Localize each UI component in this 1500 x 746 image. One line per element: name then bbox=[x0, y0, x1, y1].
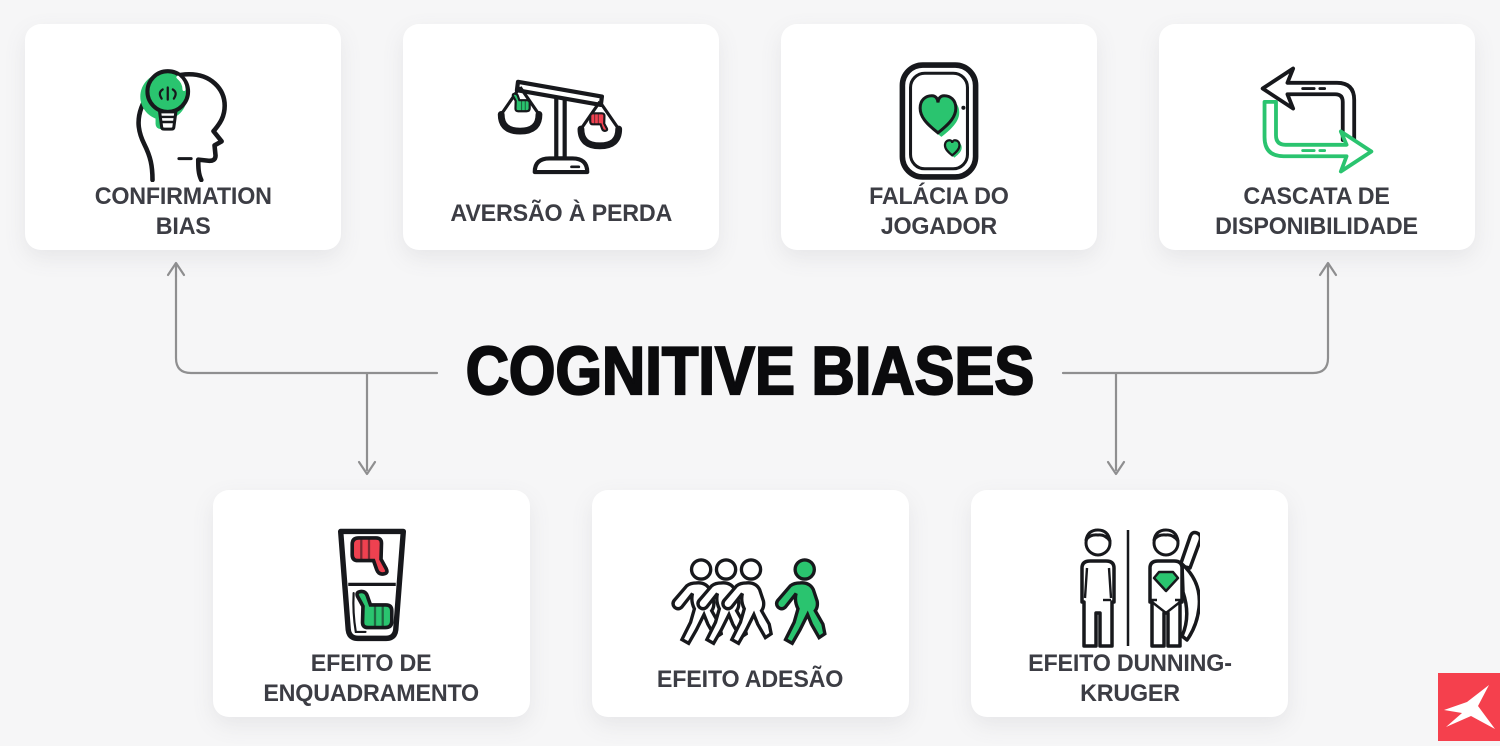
connector-right-up bbox=[1061, 264, 1330, 375]
card-label: FALÁCIA DO JOGADOR bbox=[869, 182, 1009, 250]
card-efeito-de-enquadramento: EFEITO DE ENQUADRAMENTO bbox=[213, 490, 530, 717]
card-label: EFEITO DUNNING- KRUGER bbox=[1028, 649, 1232, 717]
label-line: JOGADOR bbox=[880, 212, 998, 240]
arrowhead-down-left-icon bbox=[357, 460, 377, 476]
card-aversao-a-perda: AVERSÃO À PERDA bbox=[403, 24, 719, 250]
label-line: ENQUADRAMENTO bbox=[263, 679, 480, 707]
label-line: CONFIRMATION bbox=[94, 182, 272, 210]
logo-x-mark-icon bbox=[1444, 685, 1495, 729]
label-line: EFEITO DE bbox=[311, 649, 432, 677]
label-line: FALÁCIA DO bbox=[869, 182, 1009, 210]
card-label: EFEITO ADESÃO bbox=[657, 652, 844, 717]
arrowhead-up-right-icon bbox=[1318, 261, 1338, 277]
label-line: CASCATA DE bbox=[1243, 182, 1391, 210]
card-efeito-dunning-kruger: EFEITO DUNNING- KRUGER bbox=[971, 490, 1288, 717]
half-full-glass-icon bbox=[318, 504, 426, 649]
person-superhero-icon bbox=[1060, 504, 1200, 649]
label-line: EFEITO ADESÃO bbox=[657, 666, 844, 694]
arrowhead-down-right-icon bbox=[1106, 460, 1126, 476]
walking-crowd-icon bbox=[668, 504, 834, 652]
xtb-logo bbox=[1438, 673, 1500, 741]
label-line: DISPONIBILIDADE bbox=[1215, 212, 1419, 240]
label-line: BIAS bbox=[155, 212, 211, 240]
card-label: AVERSÃO À PERDA bbox=[450, 186, 672, 250]
label-line: EFEITO DUNNING- bbox=[1027, 649, 1232, 677]
card-falacia-do-jogador: FALÁCIA DO JOGADOR bbox=[781, 24, 1097, 250]
head-lightbulb-icon bbox=[122, 38, 244, 182]
balance-scale-icon bbox=[497, 38, 625, 186]
playing-card-hearts-icon bbox=[888, 38, 990, 182]
card-label: EFEITO DE ENQUADRAMENTO bbox=[264, 649, 480, 717]
arrowhead-up-left-icon bbox=[166, 261, 186, 277]
card-label: CONFIRMATION BIAS bbox=[95, 182, 272, 250]
label-line: KRUGER bbox=[1079, 679, 1180, 707]
card-cascata-de-disponibilidade: CASCATA DE DISPONIBILIDADE bbox=[1159, 24, 1475, 250]
cycle-arrows-icon bbox=[1255, 38, 1379, 182]
card-efeito-adesao: EFEITO ADESÃO bbox=[592, 490, 909, 717]
connector-left-up bbox=[174, 264, 439, 375]
card-label: CASCATA DE DISPONIBILIDADE bbox=[1216, 182, 1419, 250]
card-confirmation-bias: CONFIRMATION BIAS bbox=[25, 24, 341, 250]
label-line: AVERSÃO À PERDA bbox=[450, 199, 672, 227]
page-title: COGNITIVE BIASES bbox=[465, 332, 1036, 410]
